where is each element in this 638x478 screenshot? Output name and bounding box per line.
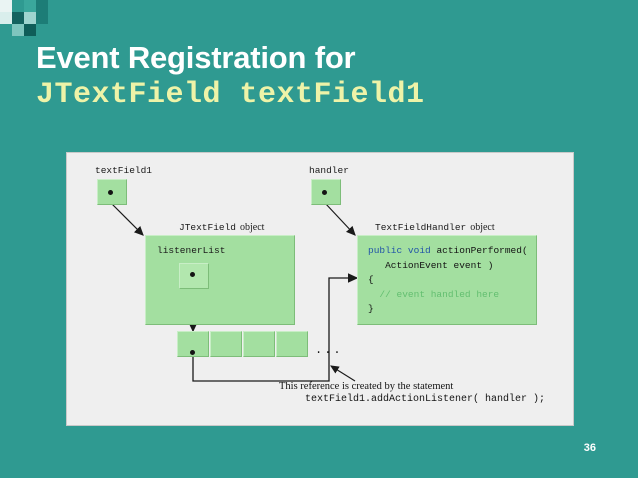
array-cell: [276, 331, 308, 357]
decorative-mosaic-icon: [0, 0, 50, 48]
object-box-jtextfield: [145, 235, 295, 325]
code-open-brace: {: [368, 274, 374, 285]
page-number: 36: [583, 442, 596, 454]
label-textfield1-variable: textField1: [95, 165, 153, 176]
label-handler-variable: handler: [309, 165, 349, 176]
code-comment: // event handled here: [379, 288, 500, 300]
object-box-textfieldhandler: public void actionPerformed( ActionEvent…: [357, 235, 537, 325]
array-cell: [210, 331, 242, 357]
code-close-brace: }: [368, 303, 374, 314]
code-method-signature: actionPerformed(: [436, 245, 528, 256]
reference-dot-textfield1: [108, 190, 113, 195]
page-subtitle: JTextField textField1: [36, 78, 425, 112]
array-cell: [243, 331, 275, 357]
page-title: Event Registration for: [36, 40, 356, 75]
reference-dot-array-first: [190, 350, 195, 355]
caption-line-2: textField1.addActionListener( handler );: [305, 394, 546, 405]
code-keyword-public: public: [368, 245, 403, 256]
code-listing: public void actionPerformed( ActionEvent…: [368, 244, 528, 317]
code-parameter-line: ActionEvent event ): [385, 259, 494, 271]
title-block: Event Registration for JTextField textFi…: [36, 40, 596, 114]
reference-dot-handler: [322, 190, 327, 195]
label-listenerlist: listenerList: [157, 245, 226, 256]
label-textfieldhandler-object-word: object: [470, 222, 495, 233]
code-keyword-void: void: [407, 245, 431, 256]
label-textfieldhandler-type: TextFieldHandler: [375, 222, 467, 233]
label-jtextfield-object-word: object: [240, 222, 265, 233]
reference-dot-listenerlist: [190, 272, 195, 277]
label-jtextfield-type: JTextField: [179, 222, 237, 233]
figure-caption: This reference is created by the stateme…: [279, 381, 569, 405]
variable-box-handler: [311, 179, 341, 205]
label-array-ellipsis: ...: [315, 343, 343, 357]
caption-line-1: This reference is created by the stateme…: [279, 381, 454, 392]
